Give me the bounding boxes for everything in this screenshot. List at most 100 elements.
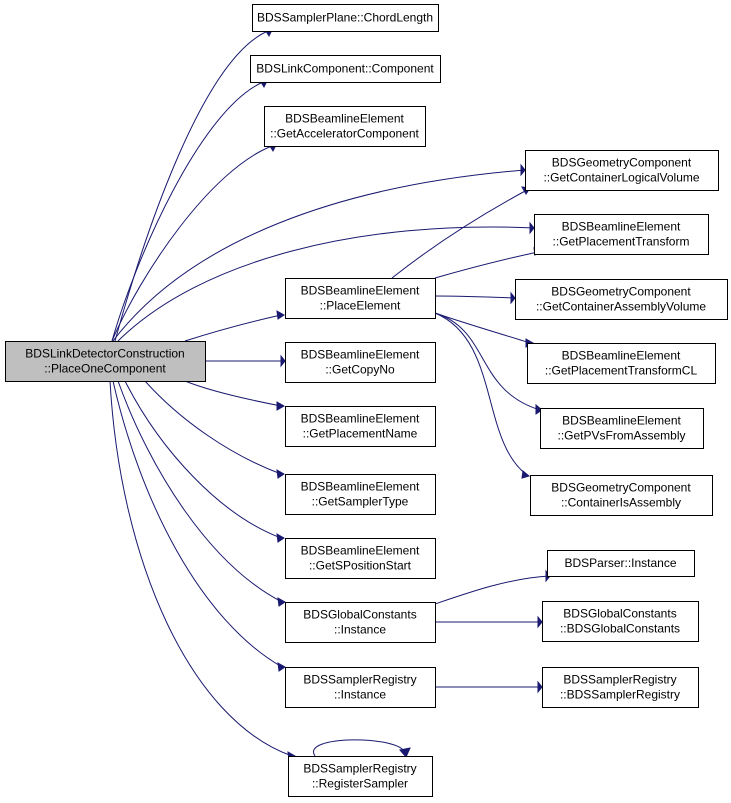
node-label: BDSBeamlineElement	[562, 349, 681, 363]
arrowhead-icon	[537, 680, 543, 694]
edge-placeel-getcontlog	[391, 186, 531, 279]
arrowhead-icon	[277, 597, 286, 607]
node-box	[547, 550, 695, 577]
node-label: ::GetPlacementTransformCL	[545, 364, 698, 378]
node-box	[250, 55, 441, 83]
node-globctor[interactable]: BDSGlobalConstants::BDSGlobalConstants	[542, 601, 699, 642]
node-box	[285, 474, 436, 515]
node-label: ::GetPlacementTransform	[553, 235, 690, 249]
node-chord[interactable]: BDSSamplerPlane::ChordLength	[252, 4, 439, 32]
edge-line	[434, 575, 551, 605]
node-parserinst[interactable]: BDSParser::Instance	[547, 550, 695, 577]
node-getsamptype[interactable]: BDSBeamlineElement::GetSamplerType	[285, 474, 436, 515]
edge-line	[111, 81, 264, 342]
arrowhead-icon	[535, 403, 543, 415]
node-label: BDSBeamlineElement	[562, 220, 681, 234]
edge-line	[112, 169, 526, 342]
node-component[interactable]: BDSLinkComponent::Component	[250, 55, 441, 83]
node-getaccel[interactable]: BDSBeamlineElement::GetAcceleratorCompon…	[264, 106, 426, 147]
node-getpvs[interactable]: BDSBeamlineElement::GetPVsFromAssembly	[540, 408, 704, 449]
node-label: BDSLinkComponent::Component	[256, 62, 434, 76]
node-box	[285, 602, 436, 643]
node-label: BDSSamplerPlane::ChordLength	[257, 11, 433, 25]
node-label: ::PlaceOneComponent	[44, 362, 166, 376]
node-placeel[interactable]: BDSBeamlineElement::PlaceElement	[285, 278, 436, 319]
node-getplacetrcl[interactable]: BDSBeamlineElement::GetPlacementTransfor…	[527, 343, 716, 384]
edge-sampinst-sampctor	[435, 680, 543, 694]
edge-root-placeel	[184, 310, 285, 342]
node-getplacename[interactable]: BDSBeamlineElement::GetPlacementName	[285, 406, 436, 447]
node-label: BDSSamplerRegistry	[563, 673, 676, 687]
node-sampinst[interactable]: BDSSamplerRegistry::Instance	[285, 667, 436, 708]
edge-line	[434, 312, 528, 476]
node-label: ::GetSPositionStart	[309, 559, 412, 573]
edge-root-getsamptype	[144, 380, 285, 479]
edge-globinst-parserinst	[434, 569, 551, 605]
edge-line	[109, 380, 293, 757]
edge-line	[312, 739, 406, 757]
node-label: BDSGeometryComponent	[551, 285, 691, 299]
arrowhead-icon	[510, 291, 516, 305]
node-sampctor[interactable]: BDSSamplerRegistry::BDSSamplerRegistry	[542, 667, 699, 708]
node-box	[264, 106, 426, 147]
node-label: BDSBeamlineElement	[301, 284, 420, 298]
arrowhead-icon	[520, 163, 526, 177]
edge-line	[111, 145, 273, 342]
edge-root-getcontlog	[112, 163, 526, 342]
node-label: ::GetAcceleratorComponent	[270, 127, 419, 141]
edge-placeel-getpvs	[434, 312, 543, 415]
node-box	[252, 4, 439, 32]
edge-root-getplacename	[184, 380, 286, 411]
node-label: ::GetPlacementName	[303, 427, 418, 441]
node-box	[527, 343, 716, 384]
edge-root-sampinst	[112, 380, 286, 672]
edge-line	[114, 30, 269, 342]
edge-globinst-globctor	[435, 615, 543, 629]
arrowhead-icon	[276, 533, 285, 543]
edge-line	[112, 380, 283, 668]
arrowhead-icon	[537, 615, 543, 629]
edge-line	[144, 380, 282, 475]
edge-root-chord	[114, 27, 274, 342]
edge-root-globinst	[117, 380, 286, 607]
call-edges	[109, 27, 551, 761]
edge-line	[184, 380, 282, 407]
node-label: ::RegisterSampler	[312, 777, 408, 791]
edge-line	[434, 312, 531, 344]
node-label: BDSGlobalConstants	[563, 607, 676, 621]
node-label: BDSBeamlineElement	[562, 414, 681, 428]
node-contisasm[interactable]: BDSGeometryComponent::ContainerIsAssembl…	[530, 475, 713, 516]
node-getcopyno[interactable]: BDSBeamlineElement::GetCopyNo	[285, 342, 436, 383]
node-getplacetr[interactable]: BDSBeamlineElement::GetPlacementTransfor…	[534, 214, 709, 255]
node-label: BDSBeamlineElement	[301, 480, 420, 494]
edge-root-component	[111, 78, 269, 342]
node-box	[285, 406, 436, 447]
edge-line	[434, 312, 541, 411]
node-label: ::GetSamplerType	[312, 495, 409, 509]
node-box	[5, 341, 206, 382]
arrowhead-icon	[529, 221, 535, 235]
node-sampreg[interactable]: BDSSamplerRegistry::RegisterSampler	[288, 756, 433, 797]
arrowhead-icon	[280, 354, 286, 368]
node-label: BDSGeometryComponent	[552, 156, 692, 170]
arrowhead-icon	[399, 747, 411, 758]
node-label: BDSBeamlineElement	[301, 544, 420, 558]
arrowhead-icon	[521, 470, 531, 479]
node-getcontlog[interactable]: BDSGeometryComponent::GetContainerLogica…	[525, 150, 719, 191]
node-globinst[interactable]: BDSGlobalConstants::Instance	[285, 602, 436, 643]
node-box	[285, 342, 436, 383]
edge-root-getcopyno	[205, 354, 286, 368]
node-label: BDSGeometryComponent	[551, 481, 691, 495]
node-getcontasm[interactable]: BDSGeometryComponent::GetContainerAssemb…	[515, 279, 728, 320]
node-box	[534, 214, 709, 255]
node-label: ::ContainerIsAssembly	[561, 496, 681, 510]
edge-placeel-getcontasm	[434, 291, 516, 305]
arrowhead-icon	[276, 469, 285, 479]
node-root[interactable]: BDSLinkDetectorConstruction::PlaceOneCom…	[5, 341, 206, 382]
node-label: ::Instance	[334, 688, 386, 702]
node-getspos[interactable]: BDSBeamlineElement::GetSPositionStart	[285, 538, 436, 579]
node-label: ::PlaceElement	[320, 299, 401, 313]
node-label: BDSSamplerRegistry	[303, 673, 416, 687]
edge-line	[434, 251, 539, 279]
